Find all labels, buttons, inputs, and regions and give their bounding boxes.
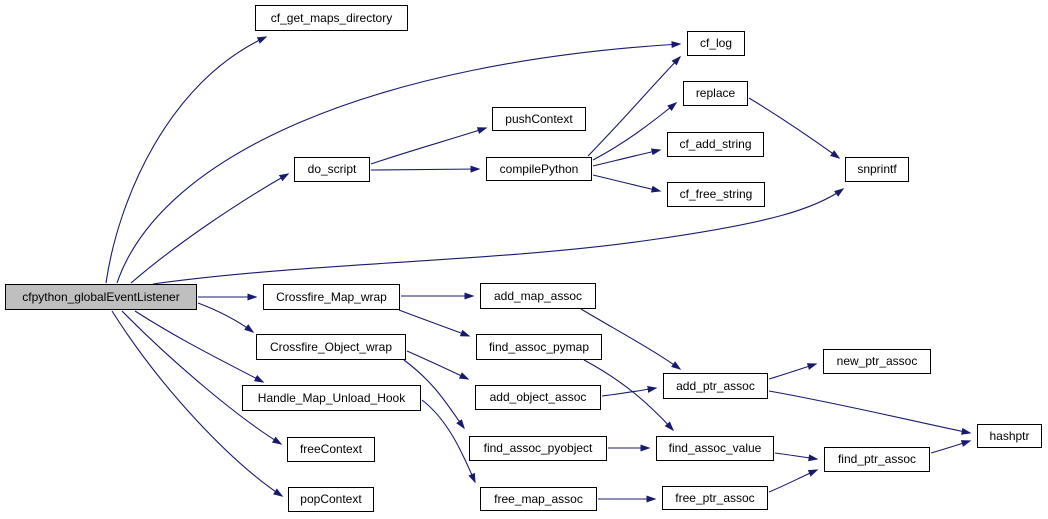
edge-add_ptr_assoc-to-hashptr (768, 390, 972, 435)
edge-cfpython_globalEventListener-to-popContext (111, 310, 284, 497)
edge-add_ptr_assoc-to-new_ptr_assoc (768, 363, 818, 380)
node-free_ptr_assoc[interactable]: free_ptr_assoc (662, 486, 768, 510)
node-hashptr[interactable]: hashptr (977, 424, 1042, 448)
node-new_ptr_assoc[interactable]: new_ptr_assoc (823, 349, 931, 374)
node-popContext[interactable]: popContext (288, 487, 374, 512)
edge-cfpython_globalEventListener-to-freeContext (121, 310, 283, 445)
edge-replace-to-snprintf (748, 97, 841, 159)
node-add_ptr_assoc[interactable]: add_ptr_assoc (663, 373, 768, 399)
node-compilePython[interactable]: compilePython (486, 157, 592, 181)
edge-cfpython_globalEventListener-to-snprintf (152, 188, 845, 285)
edge-cfpython_globalEventListener-to-do_script (130, 173, 290, 284)
edge-find_assoc_pymap-to-find_assoc_value (583, 359, 675, 432)
node-find_assoc_pyobject[interactable]: find_assoc_pyobject (469, 436, 607, 461)
edge-do_script-to-compilePython (370, 165, 481, 173)
node-pushContext[interactable]: pushContext (492, 107, 586, 131)
edge-free_ptr_assoc-to-find_ptr_assoc (768, 469, 819, 493)
edge-Crossfire_Object_wrap-to-add_object_assoc (406, 350, 470, 380)
node-add_object_assoc[interactable]: add_object_assoc (475, 385, 601, 410)
edge-find_assoc_value-to-find_ptr_assoc (774, 452, 819, 462)
node-cf_get_maps_directory[interactable]: cf_get_maps_directory (255, 5, 408, 31)
node-Crossfire_Map_wrap[interactable]: Crossfire_Map_wrap (263, 284, 400, 310)
edge-cfpython_globalEventListener-to-Handle_Map_Unload_Hook (134, 310, 265, 383)
edge-Crossfire_Map_wrap-to-find_assoc_pymap (398, 309, 471, 337)
node-free_map_assoc[interactable]: free_map_assoc (480, 487, 597, 511)
edge-compilePython-to-cf_add_string (592, 148, 662, 167)
edge-find_ptr_assoc-to-hashptr (930, 440, 972, 454)
edge-compilePython-to-cf_log (587, 55, 682, 157)
node-cf_log[interactable]: cf_log (687, 31, 745, 56)
edge-cfpython_globalEventListener-to-cf_log (116, 41, 682, 284)
node-Crossfire_Object_wrap[interactable]: Crossfire_Object_wrap (256, 334, 406, 360)
edge-add_map_assoc-to-add_ptr_assoc (580, 308, 682, 370)
node-freeContext[interactable]: freeContext (287, 437, 375, 462)
node-find_assoc_value[interactable]: find_assoc_value (656, 436, 774, 461)
edge-cfpython_globalEventListener-to-cf_get_maps_directory (105, 36, 268, 284)
edge-Handle_Map_Unload_Hook-to-free_map_assoc (421, 399, 476, 484)
node-do_script[interactable]: do_script (294, 157, 370, 182)
node-cf_free_string[interactable]: cf_free_string (667, 182, 765, 207)
node-find_ptr_assoc[interactable]: find_ptr_assoc (824, 447, 930, 472)
edge-Crossfire_Object_wrap-to-find_assoc_pyobject (403, 359, 465, 430)
node-add_map_assoc[interactable]: add_map_assoc (480, 283, 596, 309)
node-cfpython_globalEventListener: cfpython_globalEventListener (5, 284, 197, 310)
node-snprintf[interactable]: snprintf (845, 157, 909, 182)
node-Handle_Map_Unload_Hook[interactable]: Handle_Map_Unload_Hook (242, 385, 421, 411)
edge-do_script-to-pushContext (370, 127, 488, 165)
edge-compilePython-to-replace (592, 102, 678, 161)
node-cf_add_string[interactable]: cf_add_string (667, 132, 764, 157)
node-find_assoc_pymap[interactable]: find_assoc_pymap (476, 334, 602, 360)
edge-compilePython-to-cf_free_string (592, 174, 662, 193)
edge-add_object_assoc-to-add_ptr_assoc (601, 385, 658, 397)
edge-cfpython_globalEventListener-to-Crossfire_Object_wrap (197, 302, 255, 333)
node-replace[interactable]: replace (683, 81, 748, 106)
